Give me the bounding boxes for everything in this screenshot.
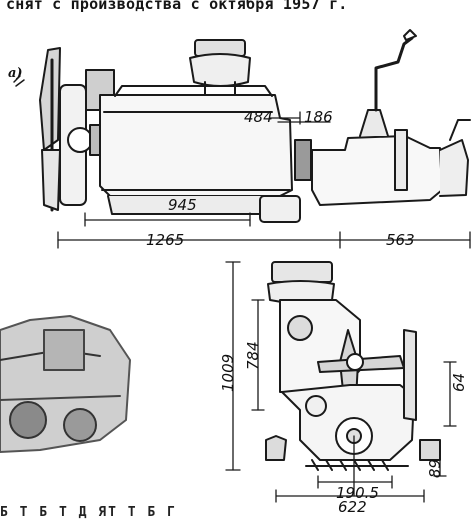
dim-563: 563 <box>386 231 415 249</box>
dim-186: 186 <box>304 108 333 126</box>
dim-1265: 1265 <box>146 231 185 249</box>
dim-89: 89 <box>426 458 444 478</box>
dim-784: 784 <box>244 341 262 370</box>
chassis-sketch <box>0 315 131 453</box>
dim-622: 622 <box>338 498 367 516</box>
engine-front-view <box>265 261 441 471</box>
engine-side-view <box>39 39 312 223</box>
dim-1009: 1009 <box>219 353 237 392</box>
dim-484: 484 <box>244 108 273 126</box>
front-dimension-lines <box>225 261 457 503</box>
dim-945: 945 <box>168 196 197 214</box>
dim-64: 64 <box>450 372 468 392</box>
footer-text: Б Т Б Т Д ЯТ Т Б Г <box>0 505 177 519</box>
dim-190-5: 190.5 <box>336 484 379 502</box>
side-dimension-lines <box>57 111 471 249</box>
header-text: снят с производства с октября 1957 г. <box>6 0 348 13</box>
gearbox-side-view <box>311 29 471 206</box>
